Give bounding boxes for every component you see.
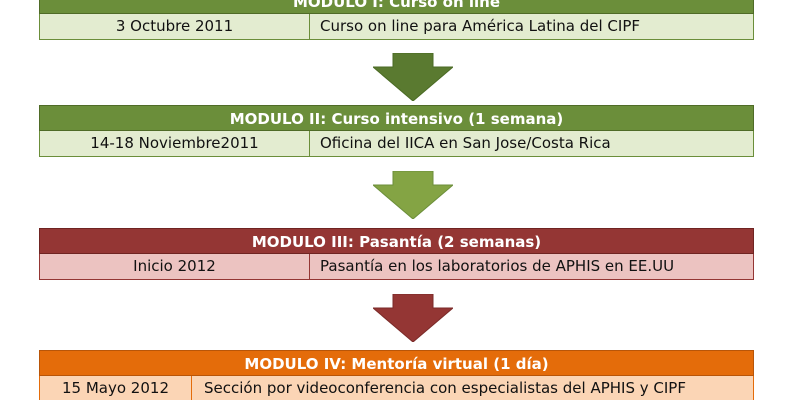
module-2-box: MODULO II: Curso intensivo (1 semana) 14… [39, 105, 754, 157]
module-4-date: 15 Mayo 2012 [40, 376, 192, 400]
module-3-title: MODULO III: Pasantía (2 semanas) [39, 228, 754, 254]
down-arrow-icon [373, 294, 453, 342]
module-3-date: Inicio 2012 [40, 254, 310, 279]
module-3-box: MODULO III: Pasantía (2 semanas) Inicio … [39, 228, 754, 280]
module-4-description: Sección por videoconferencia con especia… [204, 379, 686, 397]
down-arrow-icon [373, 171, 453, 219]
module-1-title: MODULO I: Curso on line [39, 0, 754, 14]
module-2-title: MODULO II: Curso intensivo (1 semana) [39, 105, 754, 131]
module-1-box: MODULO I: Curso on line 3 Octubre 2011 C… [39, 0, 754, 40]
module-4-row: 15 Mayo 2012 Sección por videoconferenci… [39, 376, 754, 400]
module-1-date: 3 Octubre 2011 [40, 14, 310, 39]
module-2-row: 14-18 Noviembre2011 Oficina del IICA en … [39, 131, 754, 157]
module-1-row: 3 Octubre 2011 Curso on line para Améric… [39, 14, 754, 40]
module-4-title: MODULO IV: Mentoría virtual (1 día) [39, 350, 754, 376]
module-2-description: Oficina del IICA en San Jose/Costa Rica [320, 134, 611, 152]
down-arrow-icon [373, 53, 453, 101]
module-4-box: MODULO IV: Mentoría virtual (1 día) 15 M… [39, 350, 754, 400]
module-2-date: 14-18 Noviembre2011 [40, 131, 310, 156]
module-3-row: Inicio 2012 Pasantía en los laboratorios… [39, 254, 754, 280]
module-1-description: Curso on line para América Latina del CI… [320, 17, 641, 35]
module-3-description: Pasantía en los laboratorios de APHIS en… [320, 257, 675, 275]
